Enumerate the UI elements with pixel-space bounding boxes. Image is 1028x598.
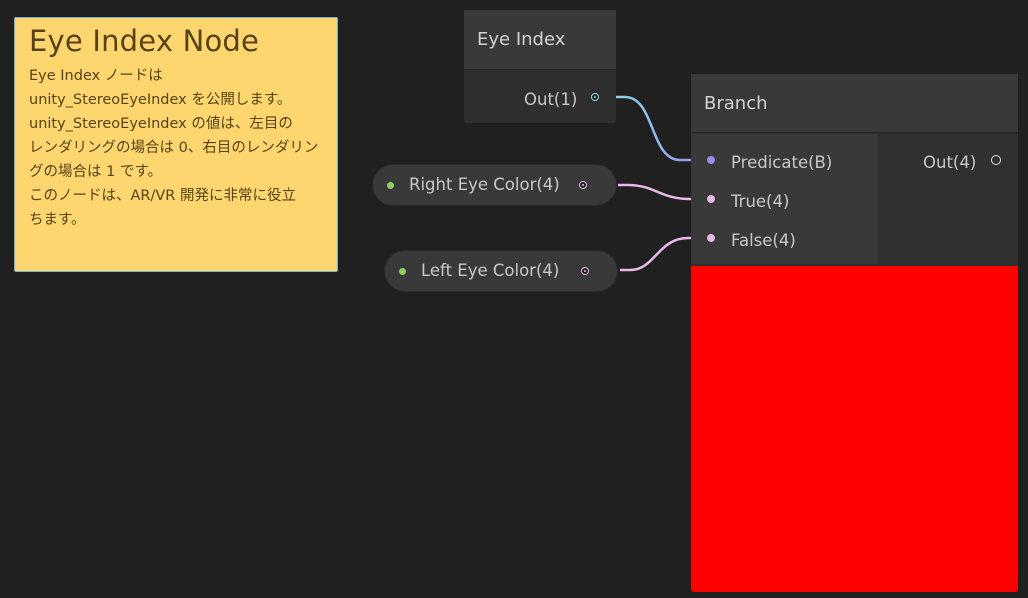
property-indicator-icon [387,182,394,189]
eye-index-node-title: Eye Index [464,10,616,70]
branch-output-port[interactable] [991,155,1001,165]
sticky-note-line: Eye Index ノードは [29,68,163,84]
eye-index-output-port[interactable] [591,93,599,101]
branch-outputs: Out(4) [880,134,1018,264]
eye-index-node[interactable]: Eye Index Out(1) [464,10,616,123]
property-indicator-icon [399,268,406,275]
right-eye-color-label: Right Eye Color(4) [409,175,560,194]
left-eye-color-property[interactable]: Left Eye Color(4) [384,250,618,292]
sticky-note-body: Eye Index ノードは unity_StereoEyeIndex を公開し… [29,64,325,232]
sticky-note[interactable]: Eye Index Node Eye Index ノードは unity_Ster… [14,17,338,272]
branch-node-title: Branch [691,74,1018,133]
branch-preview [691,266,1018,592]
sticky-note-line: ちます。 [29,212,86,228]
branch-node[interactable]: Branch Predicate(B) True(4) False(4) Out… [691,74,1018,592]
true-input-port[interactable] [707,195,715,203]
false-input-port[interactable] [707,234,715,242]
left-eye-color-output-port[interactable] [581,267,589,275]
sticky-note-line: unity_StereoEyeIndex を公開します。 [29,92,292,108]
sticky-note-title: Eye Index Node [29,24,260,58]
sticky-note-line: unity_StereoEyeIndex の値は、左目の [29,116,293,132]
right-eye-color-property[interactable]: Right Eye Color(4) [372,164,617,206]
branch-inputs: Predicate(B) True(4) False(4) [691,134,878,264]
true-input-label: True(4) [731,192,790,211]
sticky-note-line: レンダリングの場合は 0、右目のレンダリン [29,140,319,156]
sticky-note-line: グの場合は 1 です。 [29,164,162,180]
branch-output-label: Out(4) [923,153,977,172]
eye-index-output-label: Out(1) [524,90,578,109]
right-eye-color-output-port[interactable] [579,181,587,189]
left-eye-color-label: Left Eye Color(4) [421,261,560,280]
predicate-input-port[interactable] [707,156,715,164]
sticky-note-line: このノードは、AR/VR 開発に非常に役立 [29,188,296,204]
false-input-label: False(4) [731,231,796,250]
predicate-input-label: Predicate(B) [731,153,833,172]
